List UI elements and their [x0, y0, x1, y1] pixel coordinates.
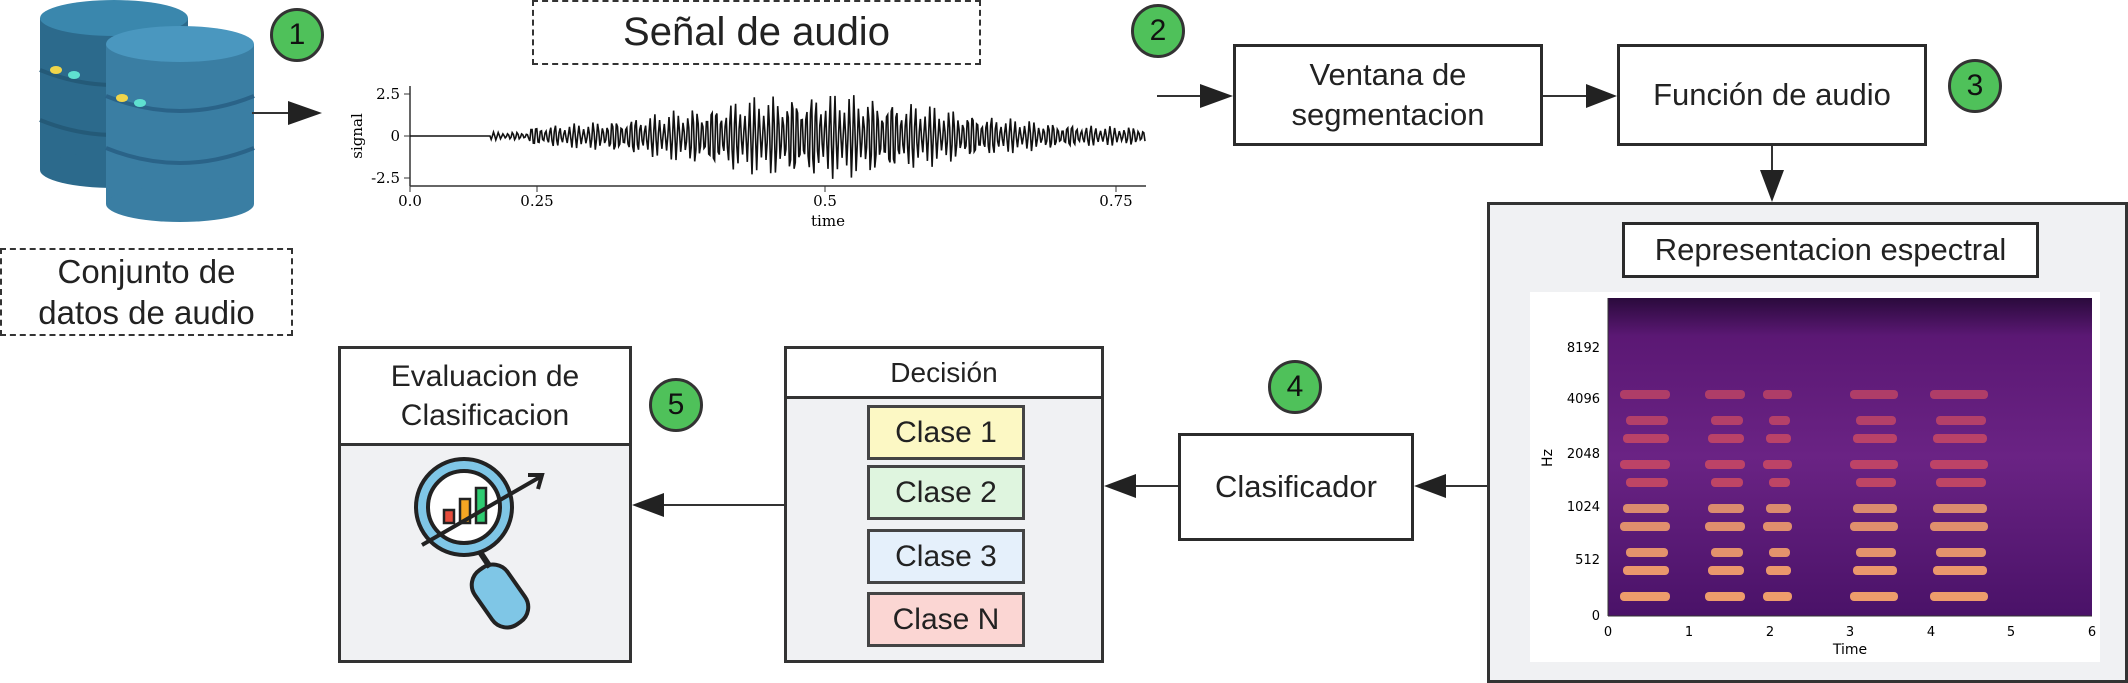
spectrogram-band — [1763, 522, 1792, 531]
spectrogram-band — [1766, 434, 1791, 443]
step-badge-3: 3 — [1948, 59, 2002, 113]
spectrogram-band — [1936, 416, 1986, 425]
spec-xtick: 1 — [1685, 625, 1693, 640]
step-badge-5: 5 — [649, 378, 703, 432]
spec-xtick: 6 — [2088, 625, 2096, 640]
spectrogram-band — [1936, 548, 1986, 557]
spectrogram-band — [1620, 592, 1670, 601]
spectrogram-band — [1705, 522, 1745, 531]
spectral-title: Representacion espectral — [1622, 222, 2039, 278]
spec-ytick: 0 — [1592, 609, 1600, 624]
spec-xtick: 2 — [1766, 625, 1774, 640]
spec-ytick: 1024 — [1567, 500, 1600, 515]
segmentation-window-box: Ventana de segmentacion — [1233, 44, 1543, 146]
spectrogram-band — [1930, 592, 1988, 601]
spectrogram-band — [1620, 522, 1670, 531]
spectrogram-band — [1763, 390, 1792, 399]
signal-ytick: 0 — [390, 127, 400, 145]
spectrogram-energy — [1620, 390, 1988, 601]
class-3-label: Clase 3 — [867, 529, 1025, 584]
spectrogram-band — [1933, 434, 1987, 443]
spectrogram-band — [1936, 478, 1986, 487]
signal-xtick: 0.75 — [1099, 192, 1132, 210]
spectrogram-band — [1930, 522, 1988, 531]
waveform — [410, 95, 1146, 179]
decision-title: Decisión — [787, 349, 1101, 399]
spectrogram-band — [1933, 566, 1987, 575]
audio-feature-box: Función de audio — [1617, 44, 1927, 146]
step-badge-4: 4 — [1268, 360, 1322, 414]
spectrogram-band — [1853, 434, 1897, 443]
spectrogram-band — [1705, 390, 1745, 399]
class-n-label: Clase N — [867, 592, 1025, 647]
signal-ylabel: signal — [348, 113, 366, 159]
spectrogram-band — [1856, 548, 1896, 557]
spectrogram-band — [1933, 504, 1987, 513]
signal-xtick: 0.25 — [520, 192, 553, 210]
spectrogram-band — [1769, 416, 1790, 425]
signal-title: Señal de audio — [532, 0, 981, 65]
dataset-label: Conjunto de datos de audio — [0, 248, 293, 336]
spectrogram-band — [1766, 566, 1791, 575]
spectrogram-band — [1623, 434, 1669, 443]
database-icon — [39, 0, 255, 222]
spectrogram-band — [1930, 460, 1988, 469]
spectrogram-band — [1708, 504, 1744, 513]
spectrogram-band — [1705, 592, 1745, 601]
classifier-box: Clasificador — [1178, 433, 1414, 541]
spectrogram-band — [1850, 592, 1898, 601]
spectrogram-band — [1856, 416, 1896, 425]
signal-plot: 2.5 0 -2.5 signal 0.0 0.25 0.5 0.75 time — [348, 85, 1146, 230]
spectrogram-band — [1705, 460, 1745, 469]
spectrogram-band — [1763, 460, 1792, 469]
spectrogram: 8192 4096 2048 1024 512 0 Hz 0 1 2 3 4 5… — [1530, 292, 2100, 662]
spectrogram-band — [1853, 504, 1897, 513]
spectrogram-band — [1626, 478, 1668, 487]
spec-ytick: 512 — [1575, 553, 1600, 568]
class-1-label: Clase 1 — [867, 405, 1025, 460]
spectrogram-band — [1853, 566, 1897, 575]
spec-ytick: 8192 — [1567, 341, 1600, 356]
spec-xtick: 3 — [1846, 625, 1854, 640]
spec-ytick: 4096 — [1567, 392, 1600, 407]
spectrogram-svg: 8192 4096 2048 1024 512 0 Hz 0 1 2 3 4 5… — [1540, 298, 2096, 658]
spec-xlabel: Time — [1832, 642, 1867, 658]
signal-xtick: 0.0 — [398, 192, 422, 210]
spec-xtick: 0 — [1604, 625, 1612, 640]
signal-xtick: 0.5 — [813, 192, 837, 210]
spectrogram-band — [1769, 548, 1790, 557]
spectrogram-band — [1930, 390, 1988, 399]
spectrogram-band — [1711, 416, 1743, 425]
spec-ytick: 2048 — [1567, 447, 1600, 462]
spec-xtick: 4 — [1927, 625, 1935, 640]
step-badge-2: 2 — [1131, 4, 1185, 58]
spectrogram-band — [1626, 416, 1668, 425]
spectrogram-band — [1623, 504, 1669, 513]
spectrogram-band — [1708, 434, 1744, 443]
spectrogram-band — [1626, 548, 1668, 557]
spectrogram-band — [1708, 566, 1744, 575]
spectrogram-band — [1711, 478, 1743, 487]
evaluation-title: Evaluacion de Clasificacion — [341, 349, 629, 446]
step-badge-1: 1 — [270, 8, 324, 62]
spectrogram-band — [1763, 592, 1792, 601]
spectrogram-band — [1766, 504, 1791, 513]
signal-ytick: -2.5 — [371, 169, 400, 187]
spectrogram-band — [1850, 390, 1898, 399]
spectrogram-band — [1623, 566, 1669, 575]
spectrogram-band — [1620, 390, 1670, 399]
spectrogram-band — [1769, 478, 1790, 487]
class-2-label: Clase 2 — [867, 465, 1025, 520]
spectrogram-band — [1856, 478, 1896, 487]
spectrogram-band — [1620, 460, 1670, 469]
magnifier-chart-icon — [414, 457, 545, 630]
signal-ytick: 2.5 — [376, 85, 400, 103]
spec-ylabel: Hz — [1540, 449, 1556, 467]
signal-xlabel: time — [811, 212, 845, 230]
spectrogram-band — [1711, 548, 1743, 557]
spec-xtick: 5 — [2007, 625, 2015, 640]
spectrogram-band — [1850, 522, 1898, 531]
spectrogram-band — [1850, 460, 1898, 469]
